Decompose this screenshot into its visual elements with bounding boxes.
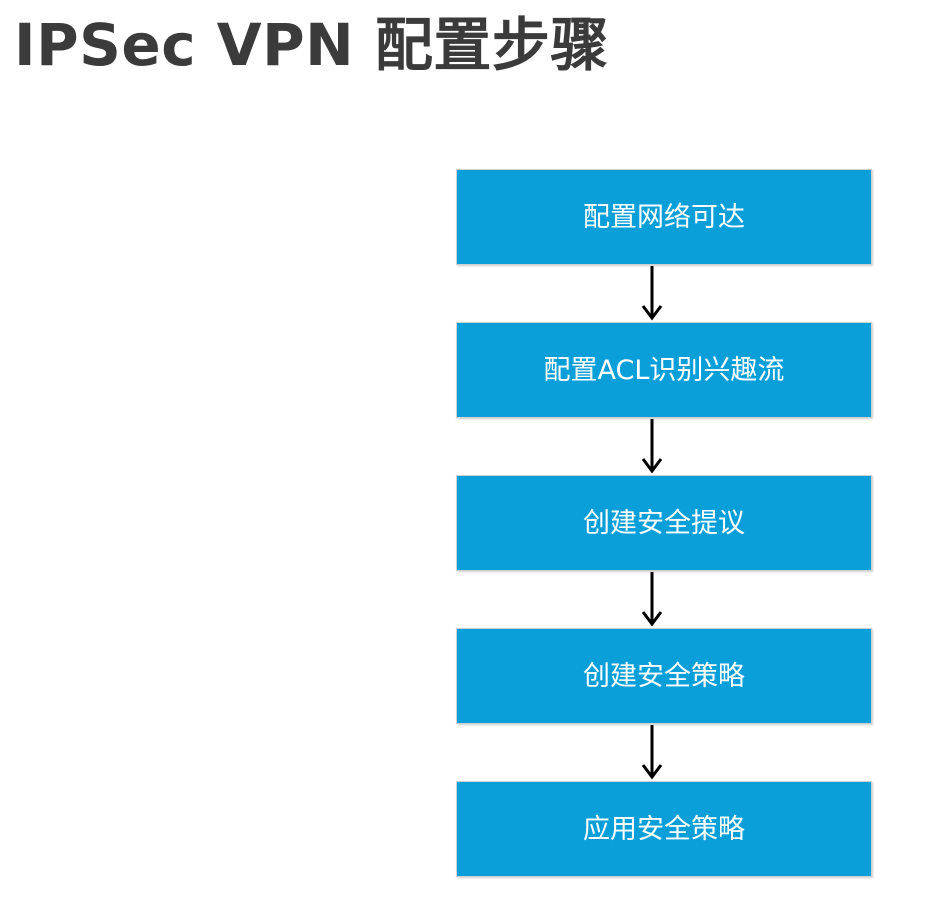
flow-step-label: 配置网络可达 bbox=[583, 201, 745, 233]
flow-step-network-reachability: 配置网络可达 bbox=[456, 169, 872, 265]
flow-step-acl-interesting-traffic: 配置ACL识别兴趣流 bbox=[456, 322, 872, 418]
flow-step-apply-security-policy: 应用安全策略 bbox=[456, 781, 872, 877]
flow-step-create-security-policy: 创建安全策略 bbox=[456, 628, 872, 724]
flow-step-label: 创建安全策略 bbox=[583, 660, 745, 692]
down-arrow-icon bbox=[641, 725, 663, 780]
down-arrow-icon bbox=[641, 419, 663, 474]
down-arrow-icon bbox=[641, 572, 663, 627]
flow-step-label: 应用安全策略 bbox=[583, 813, 745, 845]
page-title: IPSec VPN 配置步骤 bbox=[14, 11, 609, 79]
flow-step-create-security-proposal: 创建安全提议 bbox=[456, 475, 872, 571]
down-arrow-icon bbox=[641, 266, 663, 321]
flow-step-label: 配置ACL识别兴趣流 bbox=[543, 354, 785, 386]
flow-step-label: 创建安全提议 bbox=[583, 507, 745, 539]
